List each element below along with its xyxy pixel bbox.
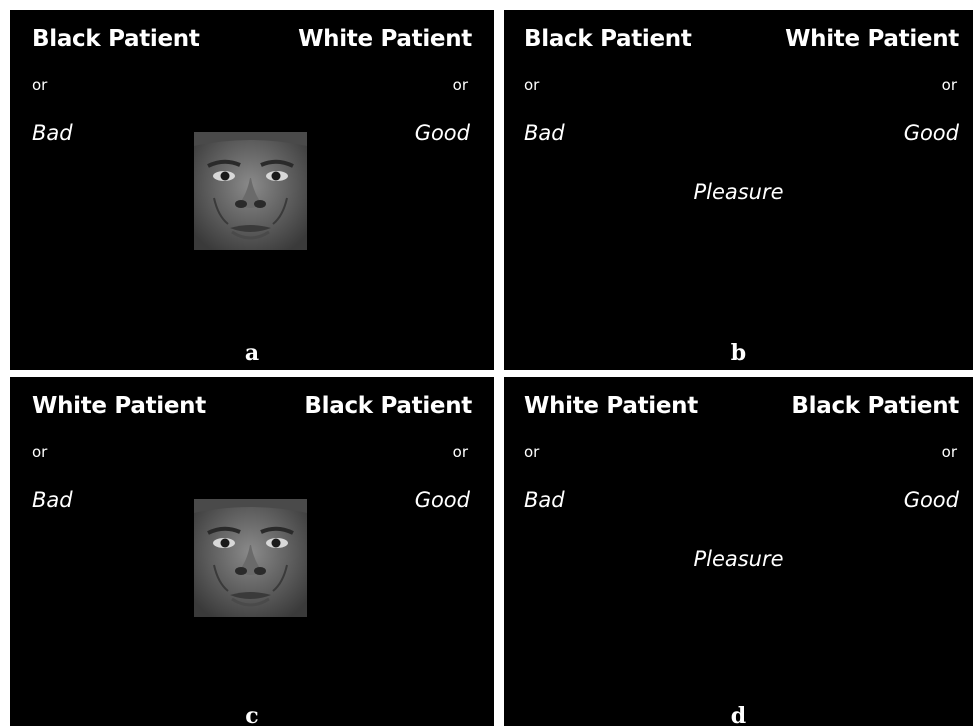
right-or-label: or xyxy=(453,75,468,95)
face-stimulus-image xyxy=(194,132,307,250)
left-category-label: Black Patient xyxy=(524,24,692,54)
right-category-label: Black Patient xyxy=(791,391,959,421)
right-category-label: White Patient xyxy=(785,24,959,54)
left-or-label: or xyxy=(32,75,47,95)
left-or-label: or xyxy=(524,442,539,462)
left-attribute-label: Bad xyxy=(32,486,73,514)
panel-letter: b xyxy=(504,340,973,366)
left-attribute-label: Bad xyxy=(524,119,565,147)
panel-letter: a xyxy=(10,340,494,366)
left-or-label: or xyxy=(32,442,47,462)
right-or-label: or xyxy=(942,442,957,462)
panel-letter: d xyxy=(504,703,973,726)
left-or-label: or xyxy=(524,75,539,95)
right-category-label: Black Patient xyxy=(304,391,472,421)
panel-a: Black Patient White Patient or or Bad Go… xyxy=(10,10,494,370)
panel-c: White Patient Black Patient or or Bad Go… xyxy=(10,377,494,726)
left-attribute-label: Bad xyxy=(524,486,565,514)
right-attribute-label: Good xyxy=(415,119,470,147)
right-attribute-label: Good xyxy=(415,486,470,514)
panel-letter: c xyxy=(10,703,494,726)
left-category-label: White Patient xyxy=(32,391,206,421)
left-category-label: White Patient xyxy=(524,391,698,421)
left-attribute-label: Bad xyxy=(32,119,73,147)
panel-b: Black Patient White Patient or or Bad Go… xyxy=(504,10,973,370)
face-stimulus-image xyxy=(194,499,307,617)
right-category-label: White Patient xyxy=(298,24,472,54)
stimulus-word: Pleasure xyxy=(504,178,973,206)
stimulus-word: Pleasure xyxy=(504,545,973,573)
right-attribute-label: Good xyxy=(904,119,959,147)
left-category-label: Black Patient xyxy=(32,24,200,54)
right-or-label: or xyxy=(942,75,957,95)
panel-d: White Patient Black Patient or or Bad Go… xyxy=(504,377,973,726)
right-attribute-label: Good xyxy=(904,486,959,514)
right-or-label: or xyxy=(453,442,468,462)
